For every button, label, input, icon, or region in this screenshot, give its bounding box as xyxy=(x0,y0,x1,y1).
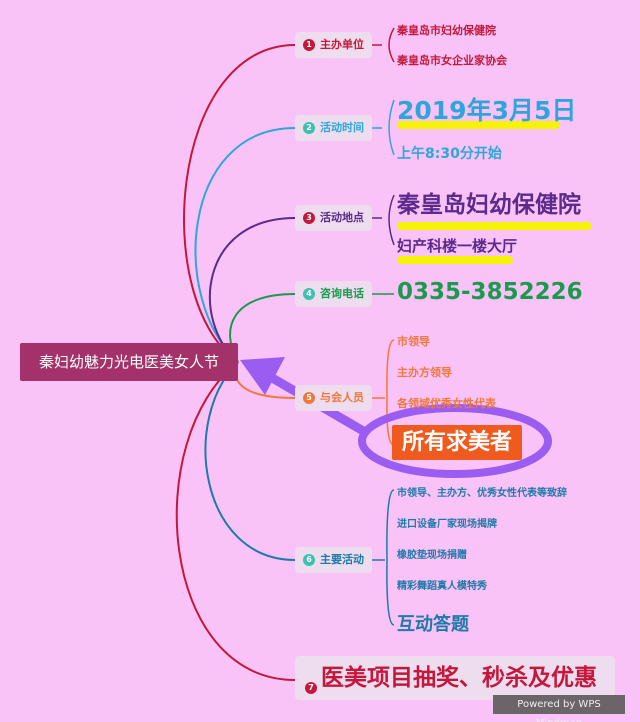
leaf-6-3[interactable]: 橡胶垫现场捐赠 xyxy=(397,550,467,561)
arrow-head-icon xyxy=(240,357,285,395)
central-topic[interactable]: 秦妇幼魅力光电医美女人节 xyxy=(20,343,238,381)
branch-label: 与会人员 xyxy=(320,391,364,404)
number-badge: 4 xyxy=(303,288,315,300)
leaf-5-2[interactable]: 主办方领导 xyxy=(397,366,452,379)
number-badge: 5 xyxy=(303,392,315,404)
connector-7 xyxy=(175,361,296,681)
leaf-3-1[interactable]: 秦皇岛妇幼保健院 xyxy=(397,192,581,218)
leaf-1-1[interactable]: 秦皇岛市妇幼保健院 xyxy=(397,24,496,37)
leaf-2-1[interactable]: 2019年3月5日 xyxy=(397,96,577,125)
leaf-6-5[interactable]: 互动答题 xyxy=(397,614,469,635)
bracket-1 xyxy=(372,27,395,63)
highlight-mark xyxy=(397,222,592,230)
number-badge: 1 xyxy=(303,39,315,51)
branch-label: 主要活动 xyxy=(320,553,364,566)
leaf-3-2[interactable]: 妇产科楼一楼大厅 xyxy=(397,237,518,255)
bracket-2 xyxy=(372,99,395,156)
connector-1 xyxy=(183,44,296,363)
leaf-2-2[interactable]: 上午8:30分开始 xyxy=(397,146,502,162)
connector-4 xyxy=(229,293,296,363)
branch-label: 咨询电话 xyxy=(320,287,364,300)
bracket-6 xyxy=(372,489,395,626)
branch-node-7[interactable]: 7 医美项目抽奖、秒杀及优惠 xyxy=(295,656,615,700)
branch-node-5[interactable]: 5 与会人员 xyxy=(295,385,372,411)
branch-label: 活动时间 xyxy=(320,121,364,134)
leaf-6-2[interactable]: 进口设备厂家现场揭牌 xyxy=(397,519,497,530)
branch-label: 主办单位 xyxy=(320,38,364,51)
branch-node-6[interactable]: 6 主要活动 xyxy=(295,547,372,573)
leaf-4-1[interactable]: 0335-3852226 xyxy=(397,279,583,305)
leaf-1-2[interactable]: 秦皇岛市女企业家协会 xyxy=(397,54,507,67)
bracket-5 xyxy=(372,339,395,446)
leaf-6-4[interactable]: 精彩舞蹈真人模特秀 xyxy=(397,581,487,592)
connector-6 xyxy=(204,361,296,561)
connector-2 xyxy=(194,127,296,363)
branch-node-3[interactable]: 3 活动地点 xyxy=(295,205,372,231)
branch-label: 医美项目抽奖、秒杀及优惠 xyxy=(321,665,597,691)
branch-node-2[interactable]: 2 活动时间 xyxy=(295,115,372,141)
bracket-3 xyxy=(372,194,395,246)
branch-label: 活动地点 xyxy=(320,211,364,224)
branch-node-1[interactable]: 1 主办单位 xyxy=(295,32,372,58)
leaf-5-1[interactable]: 市领导 xyxy=(397,335,430,348)
connector-3 xyxy=(209,217,296,363)
highlight-mark xyxy=(397,121,560,129)
number-badge: 6 xyxy=(303,554,315,566)
leaf-5-3[interactable]: 各领域优秀女性代表 xyxy=(397,397,496,410)
number-badge: 2 xyxy=(303,122,315,134)
highlight-mark xyxy=(397,256,513,264)
number-badge: 7 xyxy=(305,682,317,694)
branch-node-4[interactable]: 4 咨询电话 xyxy=(295,281,372,307)
leaf-6-1[interactable]: 市领导、主办方、优秀女性代表等致辞 xyxy=(397,488,567,499)
callout-box[interactable]: 所有求美者 xyxy=(392,425,522,460)
number-badge: 3 xyxy=(303,212,315,224)
callout-ring xyxy=(358,404,552,478)
watermark: Powered by WPS Mindmap xyxy=(493,695,625,722)
